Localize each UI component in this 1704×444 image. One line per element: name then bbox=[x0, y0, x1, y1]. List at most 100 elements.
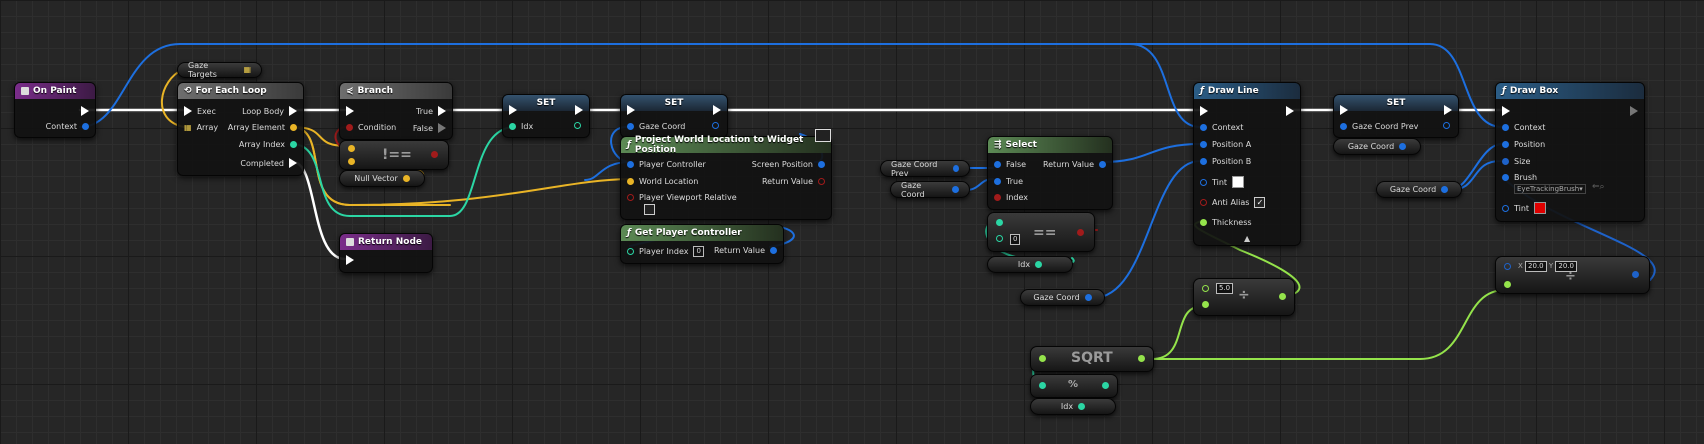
for-each-array-index[interactable]: Array Index bbox=[239, 140, 297, 149]
collapse-arrow-icon[interactable]: ▲ bbox=[1244, 234, 1251, 243]
x-value-input[interactable]: 20.0 bbox=[1525, 261, 1547, 272]
for-each-exec-in[interactable]: Exec bbox=[184, 106, 216, 116]
input-b-pin[interactable] bbox=[348, 158, 355, 165]
input-a-pin[interactable] bbox=[1202, 285, 1209, 292]
project-world-location-pin[interactable]: World Location bbox=[627, 177, 698, 186]
idx-getter-2[interactable]: Idx bbox=[1030, 398, 1116, 415]
set-idx-exec-in[interactable] bbox=[509, 105, 517, 115]
draw-line-tint-pin[interactable]: Tint bbox=[1200, 176, 1245, 188]
project-return-value-pin[interactable]: Return Value bbox=[762, 177, 825, 186]
set-gaze-value-pin[interactable]: Gaze Coord bbox=[627, 122, 685, 131]
get-pc-return-pin[interactable]: Return Value bbox=[714, 246, 777, 255]
draw-box-context-pin[interactable]: Context bbox=[1502, 123, 1545, 132]
equals-value-input[interactable]: 0 bbox=[1010, 234, 1021, 245]
gaze-coord-getter-3[interactable]: Gaze Coord bbox=[1333, 138, 1421, 155]
set-idx-out-pin[interactable] bbox=[574, 122, 581, 129]
input-a-pin[interactable] bbox=[996, 219, 1003, 226]
set-prev-out-pin[interactable] bbox=[1443, 122, 1450, 129]
idx-getter-1[interactable]: Idx bbox=[987, 256, 1073, 273]
draw-box-exec-in[interactable] bbox=[1502, 106, 1510, 116]
input-a-pin[interactable] bbox=[1039, 382, 1046, 389]
branch-true-pin[interactable]: True bbox=[416, 106, 446, 116]
draw-line-node[interactable]: ƒ Draw Line Context Position A Position … bbox=[1193, 82, 1301, 246]
for-each-loop-body[interactable]: Loop Body bbox=[242, 106, 297, 116]
anti-alias-checkbox[interactable]: ✓ bbox=[1254, 197, 1266, 208]
input-b-pin[interactable] bbox=[996, 235, 1003, 242]
input-pin[interactable] bbox=[1039, 355, 1046, 362]
project-player-controller-pin[interactable]: Player Controller bbox=[627, 160, 706, 169]
branch-exec-in[interactable] bbox=[346, 106, 354, 116]
draw-box-size-pin[interactable]: Size bbox=[1502, 157, 1530, 166]
modulo-node[interactable]: % bbox=[1030, 374, 1118, 398]
divide-value-input[interactable]: 5.0 bbox=[1216, 283, 1234, 294]
select-index-pin[interactable]: Index bbox=[994, 193, 1028, 202]
gaze-coord-getter-2[interactable]: Gaze Coord bbox=[1020, 289, 1105, 306]
draw-box-node[interactable]: ƒ Draw Box Context Position Size Brush E… bbox=[1495, 82, 1645, 222]
for-each-array-element[interactable]: Array Element bbox=[228, 123, 297, 132]
draw-line-exec-out[interactable] bbox=[1286, 106, 1294, 116]
draw-line-exec-in[interactable] bbox=[1200, 106, 1208, 116]
select-node[interactable]: ⇶ Select False True Index Return Value bbox=[987, 136, 1113, 210]
output-pin[interactable] bbox=[1138, 355, 1145, 362]
for-each-array-in[interactable]: ▦Array bbox=[184, 123, 218, 132]
draw-box-position-pin[interactable]: Position bbox=[1502, 140, 1545, 149]
y-value-input[interactable]: 20.0 bbox=[1555, 261, 1577, 272]
null-vector-node[interactable]: Null Vector bbox=[339, 170, 425, 187]
project-viewport-relative-pin[interactable]: Player Viewport Relative bbox=[627, 193, 737, 202]
x-field[interactable]: X 20.0 Y 20.0 bbox=[1518, 261, 1577, 272]
on-paint-context-pin[interactable]: Context bbox=[46, 122, 89, 131]
draw-line-context-pin[interactable]: Context bbox=[1200, 123, 1243, 132]
set-prev-value-pin[interactable]: Gaze Coord Prev bbox=[1340, 122, 1418, 131]
set-gaze-coord-prev-node[interactable]: SET Gaze Coord Prev bbox=[1333, 94, 1459, 138]
set-prev-exec-in[interactable] bbox=[1340, 105, 1348, 115]
draw-box-brush-pin[interactable]: Brush bbox=[1502, 173, 1537, 182]
input-b-pin[interactable] bbox=[1504, 281, 1511, 288]
viewport-relative-checkbox[interactable] bbox=[644, 204, 655, 215]
brush-select[interactable]: EyeTrackingBrush▾ bbox=[1514, 184, 1586, 194]
project-world-location-node[interactable]: ƒ Project World Location to Widget Posit… bbox=[620, 129, 832, 220]
equals-node[interactable]: 0 == bbox=[987, 212, 1095, 252]
select-false-pin[interactable]: False bbox=[994, 160, 1026, 169]
draw-line-thickness-pin[interactable]: Thickness bbox=[1200, 218, 1252, 227]
browse-icon[interactable]: ⇐⌕ bbox=[1592, 182, 1605, 192]
on-paint-exec-out[interactable] bbox=[81, 106, 89, 116]
input-b-pin[interactable] bbox=[1202, 301, 1209, 308]
branch-false-pin[interactable]: False bbox=[413, 123, 446, 133]
divide-node[interactable]: 5.0 ÷ bbox=[1193, 278, 1295, 316]
set-gaze-coord-node[interactable]: SET Gaze Coord bbox=[620, 94, 728, 138]
set-idx-value-pin[interactable]: Idx bbox=[509, 122, 533, 131]
output-pin[interactable] bbox=[431, 151, 438, 158]
draw-box-exec-out[interactable] bbox=[1630, 106, 1638, 116]
output-pin[interactable] bbox=[1102, 382, 1109, 389]
sqrt-node[interactable]: SQRT bbox=[1030, 346, 1154, 372]
set-idx-exec-out[interactable] bbox=[575, 105, 583, 115]
branch-condition-pin[interactable]: Condition bbox=[346, 123, 396, 132]
draw-line-position-b-pin[interactable]: Position B bbox=[1200, 157, 1251, 166]
branch-node[interactable]: ⋞ Branch Condition True False bbox=[339, 82, 453, 140]
set-gaze-exec-in[interactable] bbox=[627, 105, 635, 115]
tint-color-swatch[interactable] bbox=[1232, 176, 1245, 188]
gaze-coord-getter-1[interactable]: Gaze Coord bbox=[890, 181, 970, 199]
on-paint-event-node[interactable]: On Paint Context bbox=[14, 82, 96, 138]
select-true-pin[interactable]: True bbox=[994, 177, 1023, 186]
for-each-completed[interactable]: Completed bbox=[240, 158, 297, 168]
set-gaze-out-pin[interactable] bbox=[712, 122, 719, 129]
divide-vector-node[interactable]: X 20.0 Y 20.0 ÷ bbox=[1495, 256, 1650, 294]
for-each-loop-node[interactable]: ⟲ For Each Loop Exec ▦Array Loop Body Ar… bbox=[177, 82, 304, 176]
draw-line-anti-alias-pin[interactable]: Anti Alias✓ bbox=[1200, 197, 1266, 208]
input-a-pin[interactable] bbox=[1504, 263, 1511, 270]
gaze-targets-getter[interactable]: Gaze Targets ▦ bbox=[177, 61, 262, 79]
gaze-coord-prev-getter[interactable]: Gaze Coord Prev bbox=[880, 160, 970, 178]
output-pin[interactable] bbox=[1632, 271, 1639, 278]
not-equal-node[interactable]: !== bbox=[339, 140, 449, 170]
tint-color-swatch[interactable] bbox=[1534, 202, 1547, 214]
select-return-pin[interactable]: Return Value bbox=[1043, 160, 1106, 169]
set-prev-exec-out[interactable] bbox=[1444, 105, 1452, 115]
return-exec-in[interactable] bbox=[346, 255, 354, 265]
draw-box-tint-pin[interactable]: Tint bbox=[1502, 202, 1547, 214]
output-pin[interactable] bbox=[1077, 229, 1084, 236]
set-gaze-exec-out[interactable] bbox=[713, 105, 721, 115]
